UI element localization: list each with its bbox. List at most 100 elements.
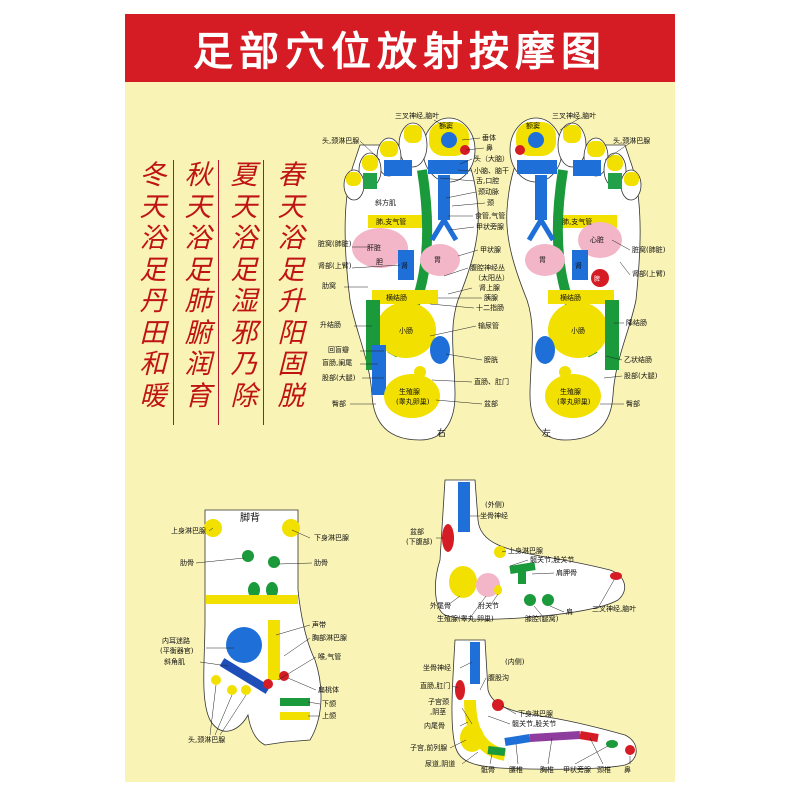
sciatic-zone — [458, 482, 470, 532]
eye-zone — [363, 173, 377, 189]
shoulder-zone — [542, 594, 554, 606]
acupoint-label: 下颌 — [322, 699, 336, 708]
parathyroid-zone — [606, 740, 618, 748]
acupoint-label: 声带 — [312, 620, 326, 629]
acupoint-label: 肩胛骨 — [556, 568, 577, 577]
acupoint-label: 头（大脑） — [474, 154, 509, 163]
tonsil-zone — [263, 679, 273, 689]
acupoint-label: 脏窝(肺脏) — [632, 245, 666, 254]
poem-char: 湿 — [230, 286, 258, 317]
poem-column-autumn: 秋天浴足肺腑润育 — [184, 160, 212, 412]
gonad-zone — [414, 366, 426, 378]
inner-title: (内侧) — [505, 657, 525, 666]
zone-label: 斜方肌 — [375, 198, 396, 207]
zone-label: 胃 — [434, 256, 441, 264]
acupoint-label: 肘关节 — [478, 601, 499, 610]
acupoint-label: 三叉神经,脑叶 — [395, 111, 439, 120]
poem-char: 润 — [184, 349, 212, 380]
poem-char: 育 — [184, 380, 212, 412]
poem-char: 和 — [139, 349, 167, 380]
acupoint-label: 坐骨神经 — [480, 511, 508, 520]
cervical-zone — [579, 731, 599, 742]
poem-column-spring: 春天浴足升阳固脱 — [277, 160, 305, 412]
zone-label: 肾 — [401, 261, 408, 270]
acupoint-label: 颈 — [487, 199, 494, 207]
divider-line — [173, 160, 174, 425]
dorsum-outline — [203, 509, 322, 746]
acupoint-label: 膝腔(腿窝) — [525, 614, 559, 623]
acupoint-label: 肩 — [566, 607, 573, 616]
acupoint-label: 肋骨 — [180, 558, 194, 567]
maxilla-zone — [280, 712, 310, 720]
leader-lines — [436, 515, 615, 619]
acupoint-label: 甲状旁腺 — [476, 222, 504, 231]
acupoint-label: 乙状结肠 — [624, 355, 652, 364]
acupoint-label: 腹股沟 — [488, 673, 509, 682]
ear-zone — [573, 160, 587, 176]
acupoint-label: ,阴茎 — [430, 707, 446, 716]
toe-lymph-zone — [211, 675, 221, 685]
acupoint-label: 鼻 — [624, 765, 631, 774]
spleen-zone — [591, 269, 609, 287]
knee-zone — [524, 594, 536, 606]
lower-lymph-zone — [282, 519, 300, 537]
acupoint-label: 脏窝(肺脏) — [318, 239, 352, 248]
pituitary-zone — [441, 132, 457, 148]
poem-char: 春 — [277, 160, 305, 191]
appendix-zone — [372, 345, 386, 395]
acupoint-label: 三叉神经,脑叶 — [592, 604, 636, 613]
zone-label: 横结肠 — [560, 293, 581, 302]
transverse-colon-zone — [548, 290, 614, 304]
pituitary-zone — [528, 132, 544, 148]
dorsum-title: 脚背 — [240, 511, 260, 524]
acupoint-label: 甲状腺 — [480, 245, 501, 254]
acupoint-label: (平衡器官) — [160, 646, 194, 655]
acupoint-label: 内尾骨 — [424, 721, 445, 730]
poem-char: 足 — [230, 254, 258, 286]
gonad-zone — [476, 573, 500, 597]
rib-zone — [266, 582, 278, 598]
scapula-zone — [509, 562, 536, 584]
acupoint-label: 肾上腺 — [479, 283, 500, 292]
zone-label: 小肠 — [399, 326, 413, 335]
acupoint-label: 股部(大腿) — [624, 371, 658, 380]
acupoint-label: 小脑、脑干 — [474, 166, 509, 175]
acupoint-label: 降结肠 — [626, 318, 647, 327]
zone-label: (睾丸卵巢) — [557, 397, 591, 406]
right-foot-label: 右 — [437, 427, 446, 439]
acupoint-label: 生殖腺(睾丸,卵巢) — [437, 614, 494, 623]
zone-label: 肺,支气管 — [562, 217, 592, 226]
rectum-zone — [455, 680, 465, 700]
scalene-zone — [219, 658, 271, 694]
acupoint-label: 腹腔神经丛 — [470, 263, 505, 272]
poem-char: 浴 — [230, 223, 258, 254]
tonsil-zone — [279, 671, 289, 681]
sinus-zone — [624, 172, 639, 186]
acupoint-label: 回盲瓣 — [328, 345, 349, 354]
sinus-zone — [380, 141, 398, 157]
sinus-zone — [563, 125, 581, 143]
poster-title: 足部穴位放射按摩图 — [193, 28, 607, 75]
poem-char: 除 — [230, 380, 258, 412]
rib-zone — [242, 550, 254, 562]
poem-char: 乃 — [230, 349, 258, 380]
poem-char: 天 — [184, 191, 212, 223]
acupoint-label: 盆部 — [410, 527, 424, 536]
right-sole-diagram: 额窦 斜方肌 肺,支气管 肝脏 胆 肾 胃 横结肠 小肠 生殖腺 (睾丸卵巢) … — [318, 117, 479, 441]
eye-zone — [384, 160, 398, 176]
rib-zone — [248, 582, 260, 598]
leader-lines — [195, 527, 321, 736]
trigeminal-zone — [610, 572, 622, 580]
zone-label: 横结肠 — [386, 293, 407, 302]
rib-zone — [268, 556, 280, 568]
poem-column-summer: 夏天浴足湿邪乃除 — [230, 160, 258, 412]
zone-label: 生殖腺 — [399, 387, 420, 396]
acupoint-label: 十二指肠 — [476, 303, 504, 312]
acupoint-label: 扁桃体 — [318, 685, 339, 694]
acupoint-label: 颈动脉 — [478, 187, 499, 196]
acupoint-label: 子宫,前列腺 — [410, 743, 447, 752]
uterus-zone — [460, 724, 484, 752]
acupoint-label: 骶骨 — [481, 765, 495, 774]
acupoint-label: 尿道,阴道 — [425, 759, 455, 768]
